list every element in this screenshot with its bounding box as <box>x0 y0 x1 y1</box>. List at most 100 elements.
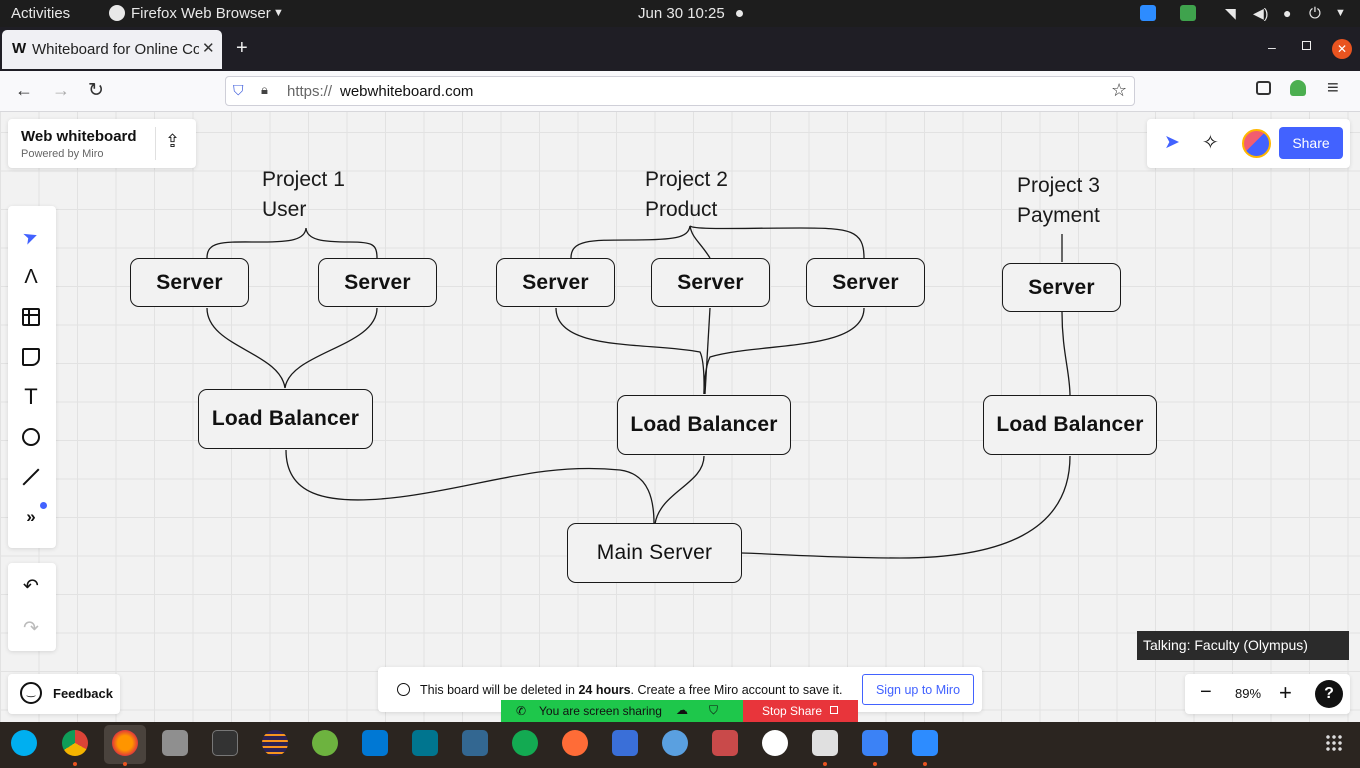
connector-s4-lb2 <box>704 307 711 395</box>
firefox-icon <box>109 5 125 21</box>
export-upload-icon[interactable]: ⇪ <box>165 131 181 151</box>
sticky-note-tool[interactable] <box>8 338 54 376</box>
editor-app-icon[interactable] <box>762 730 788 756</box>
microphone-icon[interactable]: ● <box>1283 5 1292 21</box>
wifi-icon[interactable]: ◥ <box>1225 5 1236 21</box>
hamburger-menu-icon[interactable]: ≡ <box>1327 77 1339 99</box>
powered-by[interactable]: Powered by Miro <box>21 148 104 160</box>
zoom-app-icon[interactable] <box>912 730 938 756</box>
app-menu[interactable]: Firefox Web Browser <box>131 5 271 22</box>
board-title[interactable]: Web whiteboard <box>21 128 137 145</box>
text-tool[interactable]: T <box>8 378 54 416</box>
forward-icon[interactable]: → <box>52 80 70 100</box>
network-tool-icon[interactable] <box>612 730 638 756</box>
tracking-shield-icon[interactable]: ⛉ <box>233 82 244 98</box>
lock-icon[interactable]: 🔒︎ <box>261 82 268 97</box>
skype-icon[interactable] <box>11 730 37 756</box>
feedback-button[interactable]: ‿ Feedback <box>8 674 120 714</box>
mongodb-icon[interactable] <box>512 730 538 756</box>
firefox-dock-icon[interactable] <box>112 730 138 756</box>
miro-w-icon: W <box>12 40 27 57</box>
server-node-3[interactable]: Server <box>496 258 615 307</box>
bookmark-star-icon[interactable]: ☆ <box>1111 80 1128 100</box>
terminal-icon[interactable] <box>212 730 238 756</box>
postman-icon[interactable] <box>562 730 588 756</box>
close-window-icon[interactable]: ✕ <box>1332 39 1352 59</box>
chrome-icon[interactable] <box>62 730 88 756</box>
show-apps-grid-icon[interactable] <box>1325 734 1343 752</box>
project-2-subtitle: Product <box>645 198 718 221</box>
connector-p1-brace <box>206 227 378 259</box>
maximize-icon[interactable] <box>1302 41 1311 50</box>
thunder-client-icon[interactable] <box>662 730 688 756</box>
system-menu-arrow-icon[interactable]: ▼ <box>1335 7 1346 19</box>
user-avatar[interactable] <box>1242 129 1271 158</box>
sticky-note-icon <box>22 348 40 366</box>
whiteboard-canvas[interactable]: Project 1 User Project 2 Product Project… <box>0 112 1360 722</box>
mysql-workbench-icon[interactable] <box>412 730 438 756</box>
document-viewer-icon[interactable] <box>812 730 838 756</box>
stop-share-button[interactable]: Stop Share <box>743 700 858 722</box>
pen-tool[interactable]: Ʌ <box>8 258 54 296</box>
more-tools[interactable]: » <box>8 498 54 536</box>
zoom-out-button[interactable]: − <box>1200 681 1212 703</box>
server-node-4[interactable]: Server <box>651 258 770 307</box>
spring-icon[interactable] <box>312 730 338 756</box>
notice-post: . Create a free Miro account to save it. <box>630 683 843 697</box>
nav-bar: ← → ↻ ⛉ 🔒︎ https:// webwhiteboard.com ☆ … <box>0 71 1360 112</box>
vscode-icon[interactable] <box>362 730 388 756</box>
load-balancer-node-1[interactable]: Load Balancer <box>198 389 373 449</box>
project-2-title: Project 2 <box>645 168 728 191</box>
activities-button[interactable]: Activities <box>11 5 71 22</box>
eclipse-icon[interactable] <box>262 730 288 756</box>
screen-sharing-bar: ✆ You are screen sharing ☁ ⛉ <box>501 700 743 722</box>
clock[interactable]: Jun 30 10:25 <box>638 5 725 22</box>
main-server-node[interactable]: Main Server <box>567 523 742 583</box>
select-tool[interactable]: ➤ <box>8 218 54 256</box>
project-1-label[interactable]: Project 1 User <box>262 165 345 225</box>
line-tool[interactable] <box>8 458 54 496</box>
connector-s5-lb2 <box>703 307 865 395</box>
project-3-label[interactable]: Project 3 Payment <box>1017 171 1100 231</box>
sign-up-button[interactable]: Sign up to Miro <box>862 674 974 705</box>
text-editor-icon[interactable] <box>862 730 888 756</box>
tab-close-icon[interactable]: ✕ <box>202 40 215 57</box>
minimize-icon[interactable]: – <box>1268 39 1276 55</box>
server-node-6[interactable]: Server <box>1002 263 1121 312</box>
power-icon[interactable]: ⏻ <box>1309 5 1321 22</box>
server-node-5[interactable]: Server <box>806 258 925 307</box>
postgresql-icon[interactable] <box>462 730 488 756</box>
shape-tool[interactable] <box>8 418 54 456</box>
draw-tool-icon[interactable] <box>712 730 738 756</box>
project-2-label[interactable]: Project 2 Product <box>645 165 728 225</box>
help-button[interactable]: ? <box>1315 680 1343 708</box>
cursor-filter-icon[interactable]: ➤ <box>1164 132 1180 153</box>
celebration-icon[interactable]: ✧ <box>1202 132 1219 154</box>
pocket-icon[interactable] <box>1256 81 1271 95</box>
back-icon[interactable]: ← <box>15 80 33 100</box>
zoom-in-button[interactable]: + <box>1279 680 1292 705</box>
feedback-label: Feedback <box>53 686 113 701</box>
zoom-tray-icon[interactable] <box>1140 5 1156 21</box>
share-button[interactable]: Share <box>1279 127 1343 159</box>
tab-whiteboard[interactable]: W Whiteboard for Online Co ✕ <box>2 30 222 69</box>
redo-button[interactable]: ↷ <box>8 609 54 647</box>
url-bar[interactable]: ⛉ 🔒︎ https:// webwhiteboard.com ☆ <box>225 76 1135 106</box>
undo-button[interactable]: ↶ <box>8 567 54 605</box>
redo-icon: ↷ <box>23 617 39 639</box>
security-tray-icon[interactable] <box>1180 5 1196 21</box>
extension-icon[interactable] <box>1290 80 1306 96</box>
new-tab-icon[interactable]: + <box>236 37 248 59</box>
server-node-1[interactable]: Server <box>130 258 249 307</box>
server-node-2[interactable]: Server <box>318 258 437 307</box>
firefox-running-dot <box>123 762 127 766</box>
reload-icon[interactable]: ↻ <box>88 80 104 101</box>
templates-tool[interactable] <box>8 298 54 336</box>
files-icon[interactable] <box>162 730 188 756</box>
load-balancer-node-2[interactable]: Load Balancer <box>617 395 791 455</box>
clock-icon <box>397 683 410 696</box>
volume-icon[interactable]: ◀) <box>1253 5 1269 21</box>
zoom-level[interactable]: 89% <box>1235 686 1262 701</box>
app-menu-arrow-icon[interactable]: ▼ <box>273 7 284 19</box>
load-balancer-node-3[interactable]: Load Balancer <box>983 395 1157 455</box>
